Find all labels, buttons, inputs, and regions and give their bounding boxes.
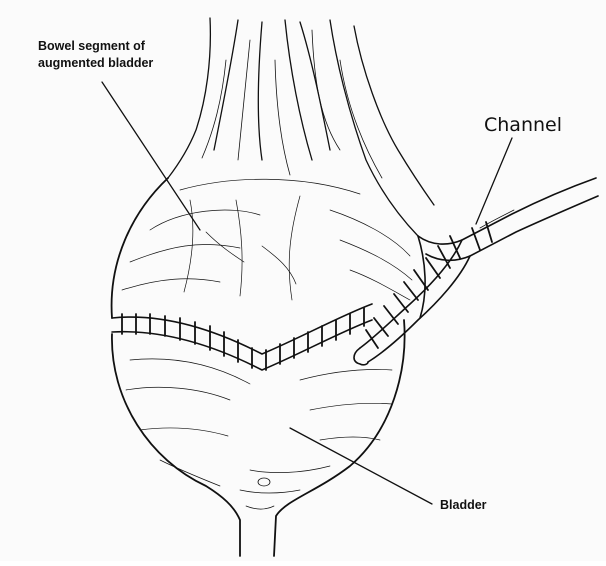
suture-line: [112, 304, 372, 370]
bladder: [112, 320, 405, 556]
bladder-label: Bladder: [440, 497, 487, 514]
bowel-label-line2: augmented bladder: [38, 55, 153, 72]
channel-leader-line: [476, 138, 512, 224]
bowel-leader-line: [102, 82, 200, 230]
bladder-leader-line: [290, 428, 432, 504]
bowel-segment-label: Bowel segment of augmented bladder: [38, 38, 153, 72]
mesentery: [168, 18, 434, 236]
bowel-segment: [112, 178, 426, 318]
bowel-label-line1: Bowel segment of: [38, 38, 153, 55]
channel-tube: [354, 178, 598, 365]
leader-lines: [102, 82, 512, 504]
channel-label: Channel: [484, 114, 562, 136]
